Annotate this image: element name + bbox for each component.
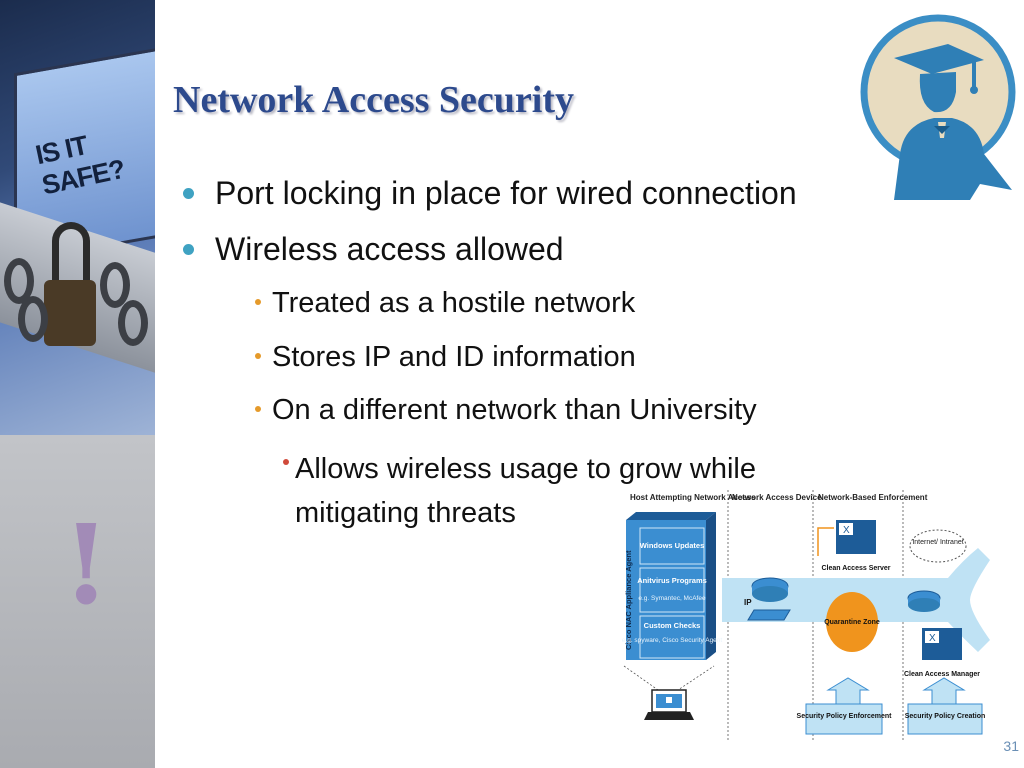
graduate-logo-icon bbox=[860, 14, 1016, 200]
agent-box-title: Custom Checks bbox=[644, 621, 701, 630]
slide-title: Network Access Security bbox=[173, 79, 575, 121]
agent-box-sub: e.g. Symantec, McAfee bbox=[638, 595, 706, 602]
svg-text:X: X bbox=[843, 525, 850, 536]
agent-label: Cisco NAC Appliance Agent bbox=[624, 550, 633, 650]
padlock-shackle bbox=[52, 222, 90, 292]
laptop-lock-photo: IS IT SAFE? bbox=[0, 0, 155, 435]
policy-creation-arrow: Security Policy Creation bbox=[905, 677, 986, 735]
bullet-text: Port locking in place for wired connecti… bbox=[215, 175, 797, 211]
chain-link bbox=[100, 262, 130, 308]
sub-sub-bullet-dot-icon bbox=[283, 459, 289, 465]
sub-bullet-text: Treated as a hostile network bbox=[272, 287, 636, 319]
chain-link bbox=[4, 258, 34, 304]
exclamation-mark: ! bbox=[62, 500, 111, 629]
bullet-dot-icon bbox=[183, 244, 194, 255]
policy-enforcement-label: Security Policy Enforcement bbox=[797, 713, 893, 720]
policy-enforcement-arrow: Security Policy Enforcement bbox=[797, 677, 893, 735]
sub-bullet-text: Stores IP and ID information bbox=[272, 341, 636, 373]
padlock-icon bbox=[44, 280, 96, 346]
svg-text:X: X bbox=[929, 633, 936, 644]
chain-link bbox=[18, 296, 48, 342]
internet-label: Internet/ Intranet bbox=[912, 539, 963, 546]
sidebar-decoration: IS IT SAFE? ! bbox=[0, 0, 155, 768]
column-header: Network-Based Enforcement bbox=[818, 493, 928, 502]
quarantine-zone-icon bbox=[826, 592, 878, 652]
sidebar-gray-panel bbox=[0, 435, 155, 768]
agent-box-title: Anitvirus Programs bbox=[637, 576, 707, 585]
policy-creation-label: Security Policy Creation bbox=[905, 713, 986, 720]
clean-access-server-label: Clean Access Server bbox=[821, 565, 890, 572]
sub-bullet-text: On a different network than University bbox=[272, 394, 757, 426]
internet-cloud-icon: Internet/ Intranet bbox=[909, 529, 967, 563]
bullet-text: Wireless access allowed bbox=[215, 231, 564, 267]
sub-bullet-dot-icon bbox=[255, 353, 261, 359]
agent-box-title: Windows Updates bbox=[640, 541, 705, 550]
switch-icon bbox=[747, 609, 791, 621]
nac-architecture-diagram: Host Attempting Network Access Network A… bbox=[618, 490, 990, 740]
quarantine-zone-label: Quarantine Zone bbox=[824, 619, 880, 626]
sub-sub-bullet-text: Allows wireless usage to grow while miti… bbox=[295, 453, 756, 529]
bullet-dot-icon bbox=[183, 188, 194, 199]
sub-bullet-dot-icon bbox=[255, 299, 261, 305]
page-number: 31 bbox=[1003, 738, 1019, 754]
agent-box-sub: e.g. spyware, Cisco Security Agent bbox=[622, 637, 723, 644]
column-header: Network Access Device bbox=[732, 493, 822, 502]
clean-access-manager-label: Clean Access Manager bbox=[904, 671, 980, 678]
sub-bullet-dot-icon bbox=[255, 406, 261, 412]
column-header: Host Attempting Network Access bbox=[630, 493, 756, 502]
ip-label: IP bbox=[744, 598, 752, 607]
chain-link bbox=[118, 300, 148, 346]
